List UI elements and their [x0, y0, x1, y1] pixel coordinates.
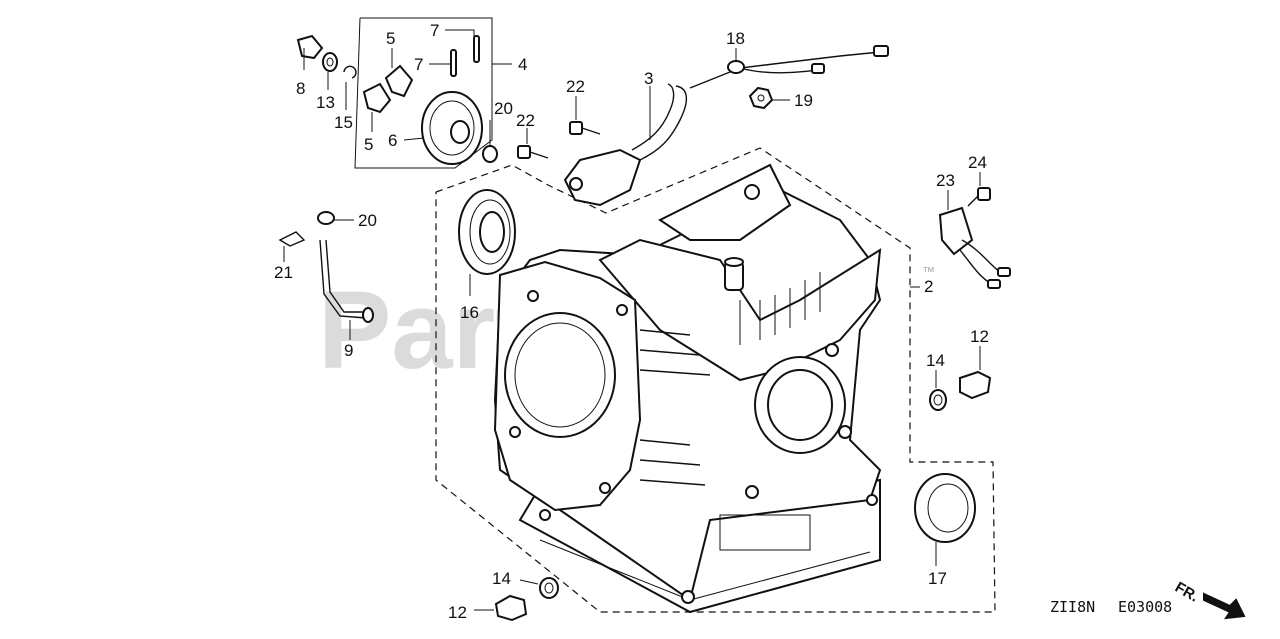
callout-6: 6 [388, 131, 397, 150]
callout-22-left: 22 [516, 111, 535, 130]
part-17-oil-seal [914, 473, 976, 566]
part-20-washer-upper [482, 120, 498, 163]
callout-19: 19 [794, 91, 813, 110]
callout-17: 17 [928, 569, 947, 588]
part-8-holder [296, 34, 324, 70]
callout-13: 13 [316, 93, 335, 112]
callout-15: 15 [334, 113, 353, 132]
part-20-washer-left [317, 211, 354, 225]
callout-12-bottom: 12 [448, 603, 467, 622]
part-19-nut [748, 86, 790, 110]
part-15-clip [343, 65, 357, 110]
crankcase-dashed-outline [435, 147, 996, 613]
part-5-weight-upper [384, 48, 414, 98]
callout-12-right: 12 [970, 327, 989, 346]
part-3-breather-tube [563, 83, 687, 207]
part-16-bearing [458, 189, 516, 296]
callout-21: 21 [274, 263, 293, 282]
callout-22-right: 22 [566, 77, 585, 96]
part-14-washer-right [929, 370, 947, 411]
callout-7-lower: 7 [414, 55, 423, 74]
callout-2: 2 [924, 277, 933, 296]
part-14-washer-bottom [519, 577, 559, 599]
callout-24: 24 [968, 153, 987, 172]
callout-14-right: 14 [926, 351, 945, 370]
part-22-bolt-left [517, 128, 549, 159]
part-18-wire-harness [689, 45, 889, 89]
callout-20-upper: 20 [494, 99, 513, 118]
part-9-governor-rod [319, 239, 374, 340]
part-7-pins [429, 29, 480, 77]
callout-5-lower: 5 [364, 135, 373, 154]
part-22-bolt-right [569, 96, 601, 135]
part-21-clip [278, 231, 306, 262]
part-12-drain-bolt-right [959, 346, 992, 400]
part-23-oil-alert-unit [938, 190, 1011, 289]
watermark-tm: ™ [922, 264, 935, 279]
callout-8: 8 [296, 79, 305, 98]
part-24-bolt [967, 172, 991, 207]
crankcase-body [493, 163, 882, 614]
part-12-drain-bolt-bottom [474, 594, 528, 622]
diagram-code-left: ZII8N [1050, 598, 1095, 616]
callout-7-upper: 7 [430, 21, 439, 40]
callout-3: 3 [644, 69, 653, 88]
callout-14-bottom: 14 [492, 569, 511, 588]
callout-9: 9 [344, 341, 353, 360]
part-13-washer [322, 52, 338, 90]
part-5-weight-lower [362, 82, 392, 132]
callout-16: 16 [460, 303, 479, 322]
callout-23: 23 [936, 171, 955, 190]
callout-5-upper: 5 [386, 29, 395, 48]
callout-4: 4 [518, 55, 527, 74]
front-direction-arrow-icon [1203, 592, 1246, 620]
callout-labels: 8 13 15 5 5 6 7 7 4 20 22 22 3 18 19 24 … [274, 21, 989, 622]
callout-18: 18 [726, 29, 745, 48]
callout-20-left: 20 [358, 211, 377, 230]
direction-label: FR. [1172, 579, 1201, 606]
diagram-code-right: E03008 [1118, 598, 1172, 616]
part-6-governor-gear [403, 91, 483, 165]
